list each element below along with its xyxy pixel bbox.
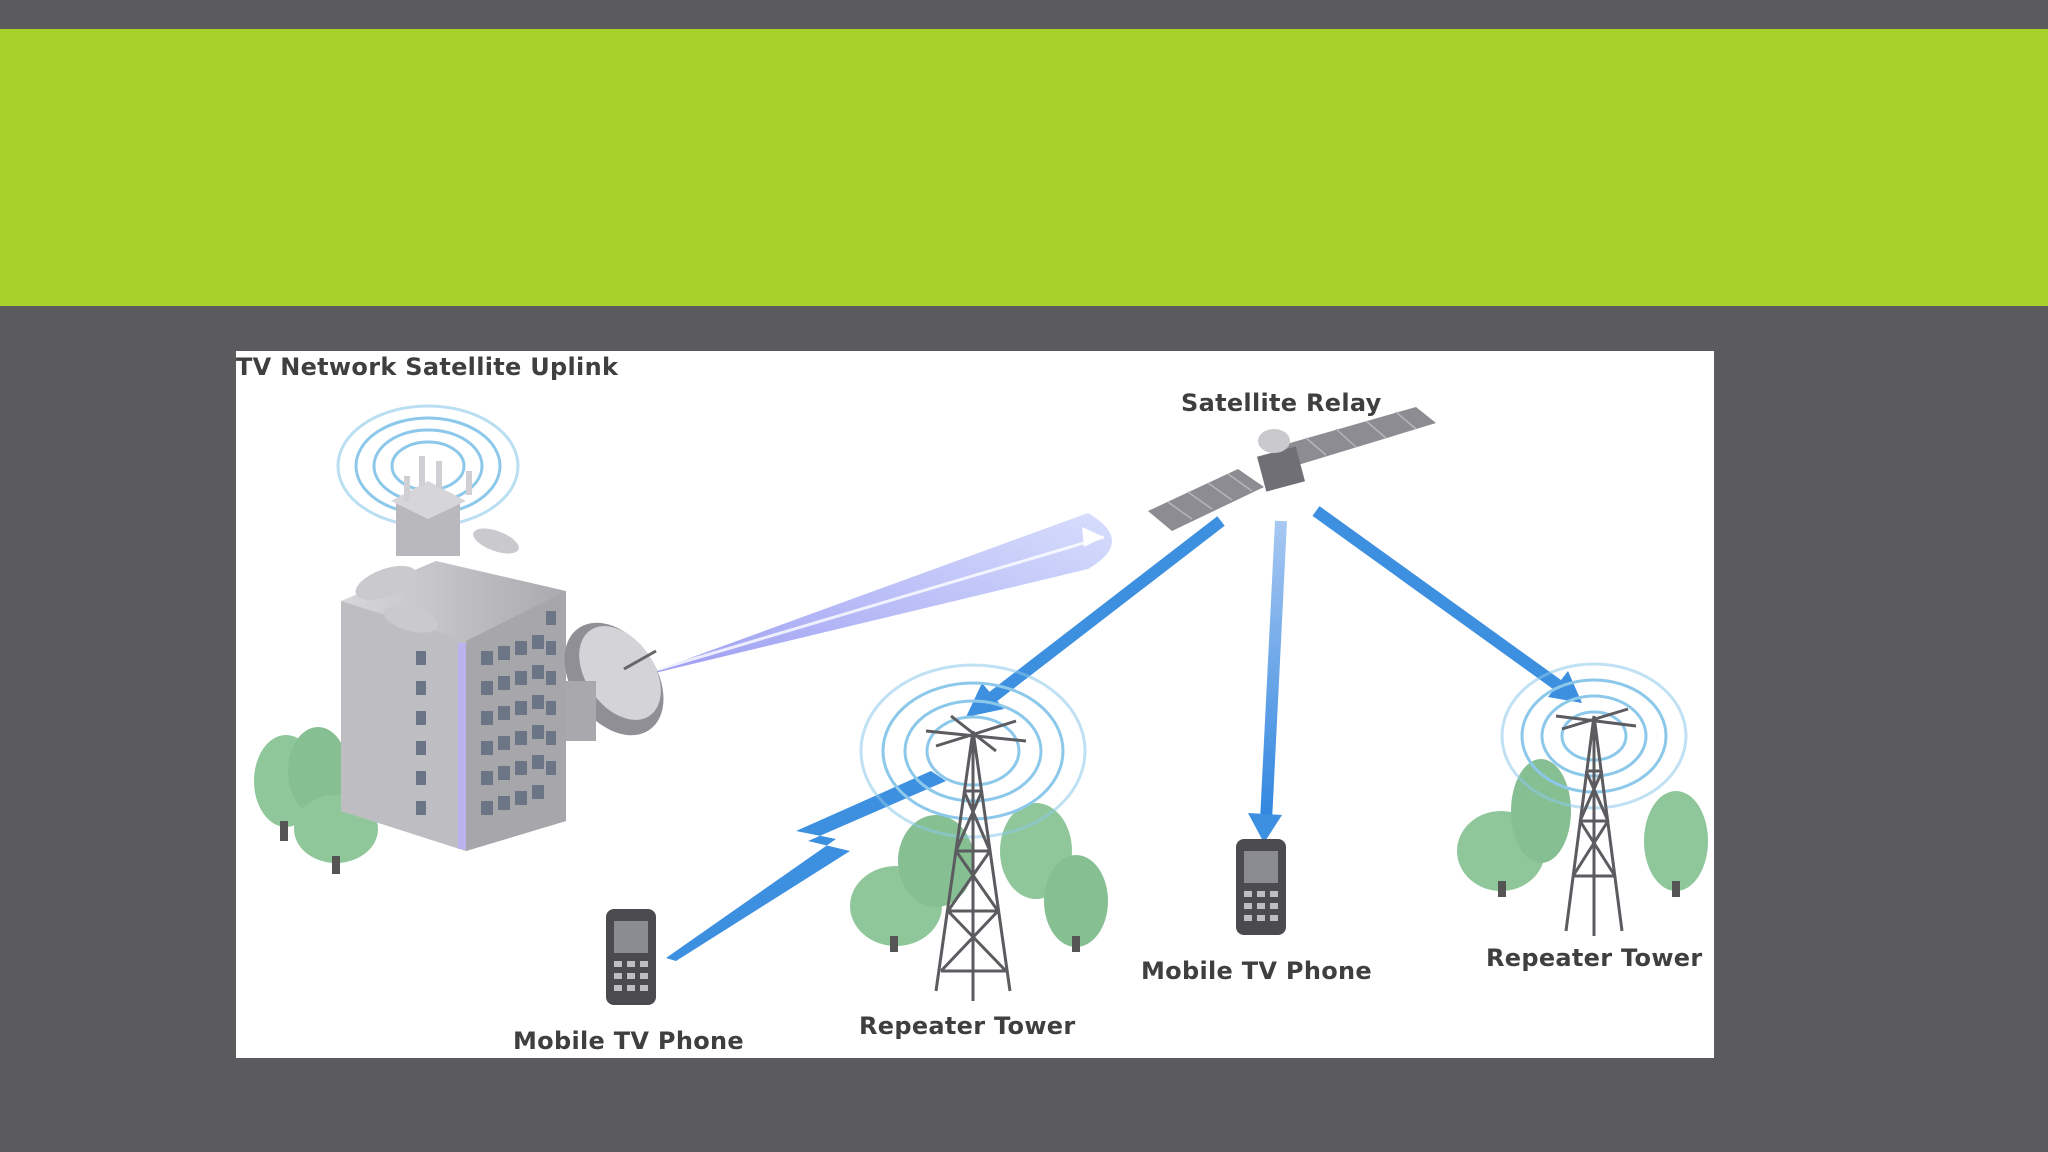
phone-center-label: Mobile TV Phone [1141,957,1372,985]
tower-right-label: Repeater Tower [1486,944,1703,972]
tv-station-building-icon [336,404,566,851]
satellite-dish-icon [564,622,664,741]
mobile-phone-icon [606,909,656,1005]
top-strip [0,0,2048,29]
left-tower-trees [850,803,1108,952]
downlink-arrows [966,506,1582,843]
network-diagram [254,404,1708,1005]
right-tower-trees [1457,759,1708,897]
mobile-phone-icon [1236,839,1286,935]
arrow-to-right-tower [1312,506,1582,703]
uplink-label: TV Network Satellite Uplink [236,353,619,381]
arrow-to-center-phone [1248,520,1287,843]
arrow-to-left-tower [966,516,1225,717]
title-band [0,29,2048,306]
uplink-beam [638,513,1112,677]
lightning-bolt-icon [666,771,946,961]
tower-left-label: Repeater Tower [859,1012,1076,1040]
antenna-tower-icon [1500,662,1688,936]
satellite-label: Satellite Relay [1181,389,1382,417]
phone-left-label: Mobile TV Phone [513,1027,744,1055]
diagram-panel: TV Network Satellite Uplink Satellite Re… [236,351,1714,1058]
antenna-tower-icon [859,663,1087,1001]
satellite-icon [1148,407,1436,531]
